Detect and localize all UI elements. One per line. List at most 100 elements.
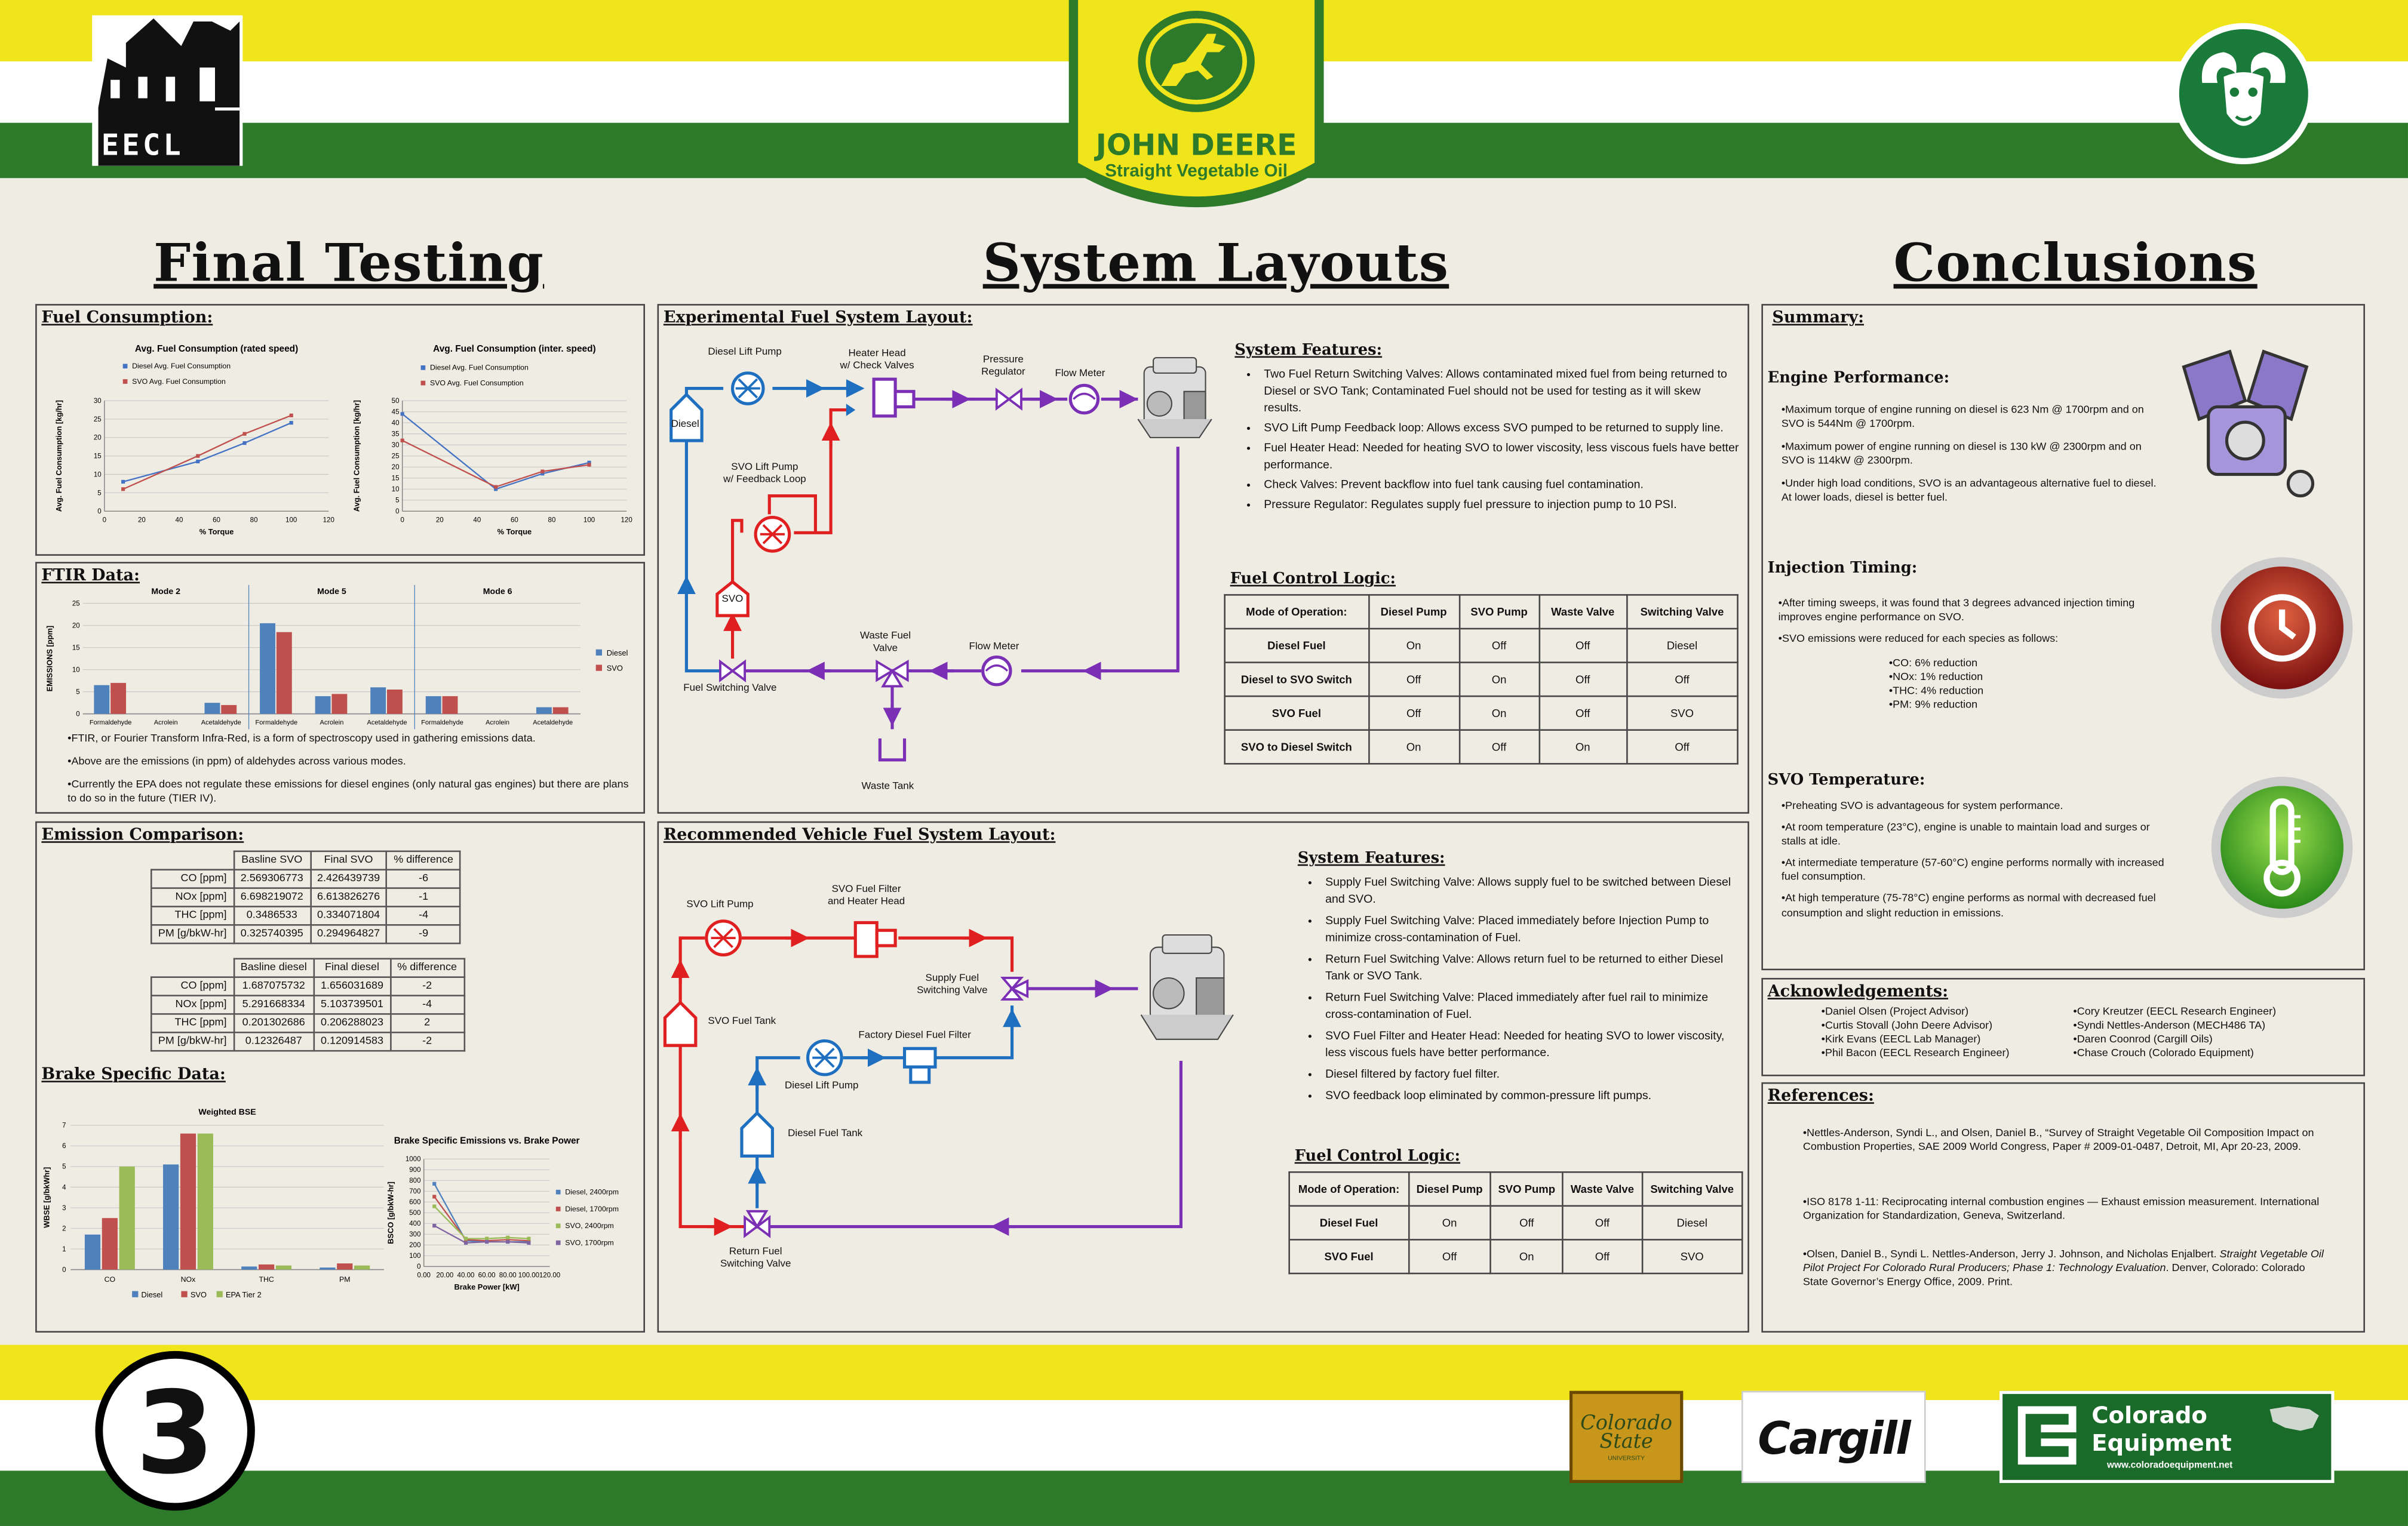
reference-3-authors: •Olsen, Daniel B., Syndi L. Nettles-Ande… [1802, 1250, 2220, 1261]
lbl-diesel-tank: Diesel [671, 419, 699, 430]
emission-title: Emission Comparison: [41, 826, 244, 845]
injection-timing-title: Injection Timing: [1767, 560, 1918, 577]
x-tick-label: 60 [511, 516, 518, 524]
text-item: •Chase Crouch (Colorado Equipment) [2073, 1048, 2254, 1060]
text-item: •Maximum power of engine running on dies… [1781, 442, 2142, 467]
ftir-note-1: •FTIR, or Fourier Transform Infra-Red, i… [67, 734, 536, 745]
x-tick-label: Acetaldehyde [367, 719, 407, 727]
logic-header-cell: Diesel Pump [1367, 594, 1460, 630]
text-item: •At high temperature (75-78°C) engine pe… [1781, 894, 2156, 919]
logic-cell: Off [1489, 1205, 1564, 1241]
logic-cell: Off [1367, 662, 1460, 697]
logic-cell: On [1489, 1239, 1564, 1275]
lbl-rec-svo-filter: SVO Fuel Filter and Heater Head [827, 884, 905, 907]
table-cell: 5.291668334 [232, 995, 315, 1015]
logic-cell: Off [1458, 627, 1540, 663]
x-tick-label: 0 [103, 516, 106, 524]
feature-item: SVO Fuel Filter and Heater Head: Needed … [1325, 1027, 1743, 1061]
lbl-rec-return-valve: Return Fuel Switching Valve [720, 1246, 791, 1270]
references-title: References: [1767, 1087, 1874, 1106]
logic-cell: On [1458, 662, 1540, 697]
data-point [400, 438, 404, 442]
table-cell: 0.325740395 [232, 924, 311, 944]
bar [276, 632, 292, 714]
y-tick-label: 5 [97, 490, 101, 497]
engine-performance-list: •Maximum torque of engine running on die… [1782, 404, 2166, 515]
legend-swatch [132, 1291, 139, 1297]
acknowledgements-title: Acknowledgements: [1767, 982, 1949, 1001]
ce-logo-line2: Equipment [2091, 1429, 2232, 1457]
logic-header-cell: Diesel Pump [1408, 1171, 1492, 1207]
table-cell: 2 [389, 1013, 465, 1033]
lbl-pressure-regulator: Pressure Regulator [981, 354, 1025, 378]
table-cell: 0.334071804 [309, 906, 388, 926]
bar [197, 1133, 213, 1270]
chart-title: Weighted BSE [198, 1107, 256, 1116]
rec-features-title: System Features: [1297, 850, 1445, 867]
experimental-diagram [669, 357, 1212, 762]
table-cell: PM [g/bkW-hr] [150, 924, 235, 944]
data-point [242, 432, 247, 436]
logic-cell: Diesel Fuel [1224, 627, 1369, 663]
data-point [463, 1236, 468, 1241]
y-tick-label: 20 [72, 622, 80, 629]
lbl-waste-fuel-valve: Waste Fuel Valve [859, 630, 911, 654]
table-header-cell [151, 851, 234, 870]
y-tick-label: 0 [76, 711, 79, 718]
legend-label: Diesel, 2400rpm [565, 1188, 619, 1196]
table-cell: 0.12326487 [232, 1031, 315, 1052]
data-point [196, 459, 200, 464]
reference-3: •Olsen, Daniel B., Syndi L. Nettles-Ande… [1803, 1248, 2333, 1290]
table-cell: CO [ppm] [150, 976, 235, 996]
reference-3-publisher: . Denver, Colorado: Colorado State Gover… [1802, 1263, 2305, 1288]
x-tick-label: Acrolein [486, 719, 509, 727]
x-tick-label: 120 [323, 516, 334, 524]
y-tick-label: 50 [392, 398, 400, 405]
y-tick-label: 25 [94, 416, 102, 423]
x-tick-label: 0 [400, 516, 404, 524]
table-header-cell: Basline diesel [232, 958, 315, 978]
table-cell: 0.201302686 [232, 1013, 315, 1033]
chart-title: Brake Specific Emissions vs. Brake Power [394, 1136, 580, 1146]
logic-cell: Off [1367, 695, 1460, 731]
x-tick-label: Formaldehyde [421, 719, 463, 727]
y-tick-label: 10 [72, 667, 80, 674]
ftir-notes: •FTIR, or Fourier Transform Infra-Red, i… [67, 733, 639, 807]
table-cell: THC [ppm] [150, 1013, 235, 1033]
logic-header-cell: Switching Valve [1626, 594, 1739, 630]
legend-label: Diesel [607, 648, 628, 657]
ftir-title: FTIR Data: [41, 566, 140, 585]
chart-fuel-rated: Avg. Fuel Consumption (rated speed)05101… [54, 344, 334, 536]
lbl-diesel-lift-pump: Diesel Lift Pump [708, 347, 782, 358]
experimental-title: Experimental Fuel System Layout: [663, 308, 973, 327]
x-tick-label: 100 [285, 516, 297, 524]
chart-fuel-inter: Avg. Fuel Consumption (inter. speed)0510… [352, 344, 632, 536]
text-item: •After timing sweeps, it was found that … [1778, 598, 2135, 624]
table-cell: -2 [389, 1031, 465, 1052]
text-item: •Cory Kreutzer (EECL Research Engineer) [2073, 1007, 2277, 1018]
data-point [527, 1241, 531, 1245]
data-point [242, 441, 247, 445]
table-cell: 0.294964827 [309, 924, 388, 944]
acknowledgements-left: •Daniel Olsen (Project Advisor)•Curtis S… [1822, 1005, 2010, 1062]
csu-ram-logo [2172, 21, 2316, 166]
logic-cell: SVO Fuel [1224, 695, 1369, 731]
page-number: 3 [135, 1368, 215, 1500]
colorado-equipment-logo: Colorado Equipment www.coloradoequipment… [1999, 1390, 2335, 1483]
lbl-rec-supply-valve: Supply Fuel Switching Valve [917, 973, 988, 996]
logic-cell: On [1538, 729, 1627, 765]
y-axis-label: Avg. Fuel Consumption [kg/hr] [352, 400, 361, 512]
y-tick-label: 30 [94, 398, 102, 405]
ce-logo-line1: Colorado [2091, 1401, 2207, 1429]
usa-map-icon [2269, 1406, 2319, 1431]
bar [386, 689, 403, 714]
logic-cell: Diesel Fuel [1288, 1205, 1409, 1241]
chart-title: Avg. Fuel Consumption (rated speed) [135, 344, 298, 354]
text-item: •NOx: 1% reduction [1888, 672, 1983, 684]
